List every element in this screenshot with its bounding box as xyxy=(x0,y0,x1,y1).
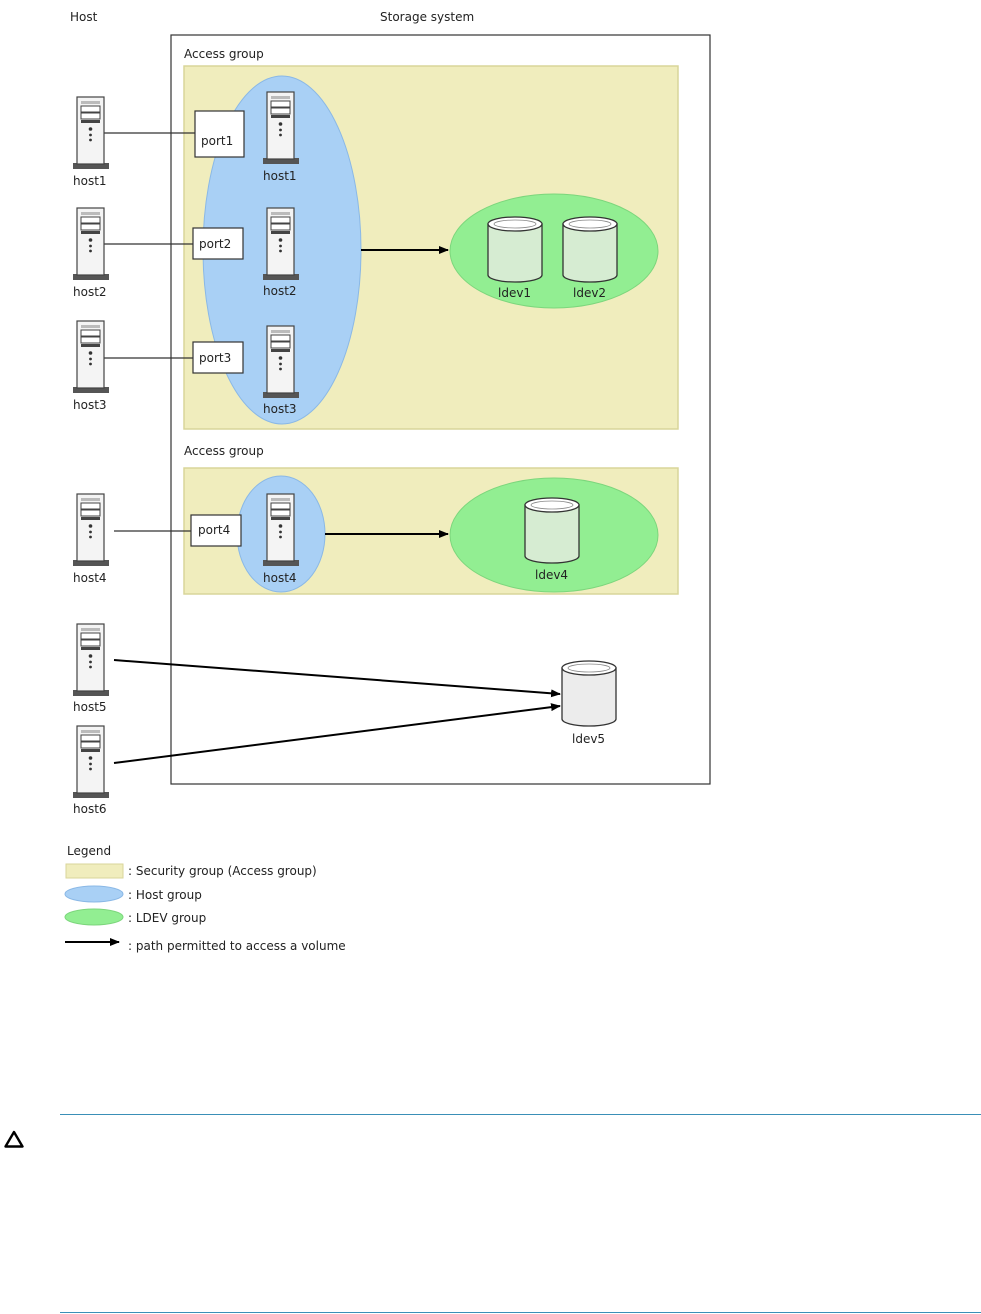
server-tower-icon xyxy=(73,623,109,696)
server-tower-icon xyxy=(263,91,299,164)
legend-ldev-group-swatch xyxy=(64,908,124,926)
legend-security-group-swatch xyxy=(65,863,124,879)
ldev-label: ldev5 xyxy=(572,732,605,746)
host-label: host3 xyxy=(73,398,107,412)
disk-cylinder-icon xyxy=(487,216,543,283)
legend-host-group-swatch xyxy=(64,885,124,903)
access-group-1-label: Access group xyxy=(184,47,264,61)
host-label: host5 xyxy=(73,700,107,714)
ldev-label: ldev2 xyxy=(573,286,606,300)
host-group-member-label: host3 xyxy=(263,402,297,416)
host-group-member-label: host1 xyxy=(263,169,297,183)
host-group-member-label: host2 xyxy=(263,284,297,298)
server-tower-icon xyxy=(73,725,109,798)
access-path-arrow-host5 xyxy=(113,659,561,698)
port-label: port1 xyxy=(201,134,233,148)
storage-column-header: Storage system xyxy=(380,10,474,24)
port-label: port3 xyxy=(199,351,231,365)
host-label: host2 xyxy=(73,285,107,299)
legend-title: Legend xyxy=(67,844,111,858)
server-tower-icon xyxy=(263,493,299,566)
host-column-header: Host xyxy=(70,10,98,24)
port-label: port2 xyxy=(199,237,231,251)
disk-cylinder-icon xyxy=(562,216,618,283)
server-tower-icon xyxy=(73,320,109,393)
note-bottom-rule xyxy=(60,1312,981,1313)
legend-security-group-label: : Security group (Access group) xyxy=(128,864,317,878)
port-box-4: port4 xyxy=(190,514,242,547)
server-tower-icon xyxy=(73,493,109,566)
host-group-member-label: host4 xyxy=(263,571,297,585)
host-label: host6 xyxy=(73,802,107,816)
host-label: host4 xyxy=(73,571,107,585)
legend-path-label: : path permitted to access a volume xyxy=(128,939,346,953)
caution-triangle-icon xyxy=(4,1130,24,1148)
disk-cylinder-icon xyxy=(561,660,617,727)
disk-cylinder-icon xyxy=(524,497,580,564)
access-path-arrow-host6 xyxy=(113,703,561,764)
ldev-label: ldev1 xyxy=(498,286,531,300)
port-label: port4 xyxy=(198,523,230,537)
legend-host-group-label: : Host group xyxy=(128,888,202,902)
port-box-3: port3 xyxy=(192,341,244,374)
server-tower-icon xyxy=(263,207,299,280)
port-box-2: port2 xyxy=(192,227,244,260)
host-label: host1 xyxy=(73,174,107,188)
note-top-rule xyxy=(60,1114,981,1115)
server-tower-icon xyxy=(73,207,109,280)
server-tower-icon xyxy=(263,325,299,398)
ldev-label: ldev4 xyxy=(535,568,568,582)
server-tower-icon xyxy=(73,96,109,169)
legend-ldev-group-label: : LDEV group xyxy=(128,911,206,925)
ldev-group-1 xyxy=(449,193,659,309)
port-box-1: port1 xyxy=(194,110,245,158)
access-group-2-label: Access group xyxy=(184,444,264,458)
